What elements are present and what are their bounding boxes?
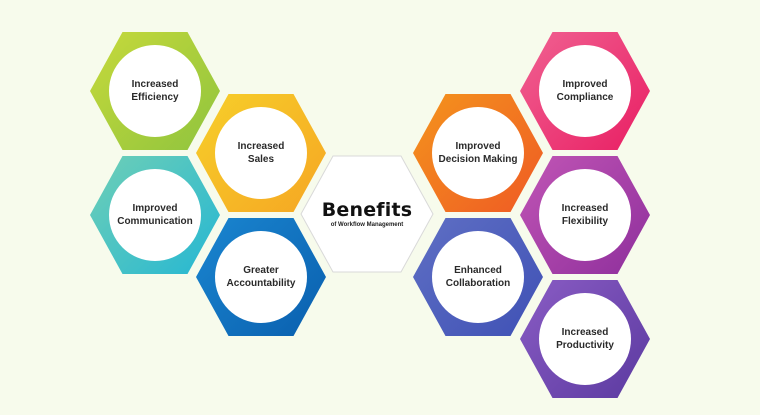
benefit-label: Increased Flexibility: [561, 202, 609, 228]
benefit-label: Improved Compliance: [556, 78, 614, 104]
benefit-circle: Increased Productivity: [539, 293, 631, 385]
center-text: Benefits of Workflow Management: [300, 155, 434, 273]
benefit-label: Improved Communication: [117, 202, 193, 228]
hex-increased-flexibility: Increased Flexibility: [520, 156, 650, 274]
benefit-circle: Increased Flexibility: [539, 169, 631, 261]
benefit-circle: Improved Communication: [109, 169, 201, 261]
benefit-label: Improved Decision Making: [438, 140, 518, 166]
benefit-circle: Improved Compliance: [539, 45, 631, 137]
hex-increased-efficiency: Increased Efficiency: [90, 32, 220, 150]
benefit-label: Enhanced Collaboration: [445, 264, 511, 290]
center-hexagon: Benefits of Workflow Management: [300, 155, 434, 273]
hex-improved-compliance: Improved Compliance: [520, 32, 650, 150]
benefit-label: Greater Accountability: [226, 264, 296, 290]
center-hexagon-shape: [300, 155, 434, 273]
benefit-label: Increased Productivity: [556, 326, 614, 352]
benefit-circle: Increased Efficiency: [109, 45, 201, 137]
benefit-label: Increased Sales: [237, 140, 285, 166]
hex-improved-communication: Improved Communication: [90, 156, 220, 274]
benefit-circle: Enhanced Collaboration: [432, 231, 524, 323]
center-subtitle: of Workflow Management: [330, 221, 404, 228]
benefit-circle: Greater Accountability: [215, 231, 307, 323]
benefit-label: Increased Efficiency: [131, 78, 179, 104]
center-title: Benefits: [321, 198, 413, 221]
hex-increased-productivity: Increased Productivity: [520, 280, 650, 398]
benefit-circle: Increased Sales: [215, 107, 307, 199]
benefit-circle: Improved Decision Making: [432, 107, 524, 199]
